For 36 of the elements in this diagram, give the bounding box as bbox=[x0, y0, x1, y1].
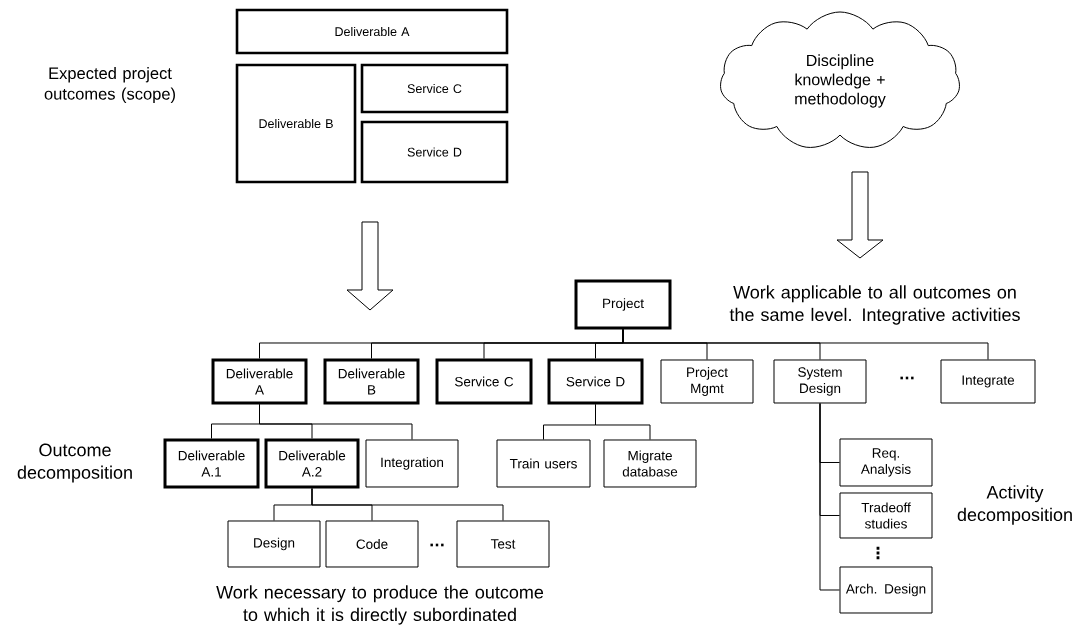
wbs-box: Project Mgmt bbox=[660, 359, 754, 404]
ellipsis: ... bbox=[430, 543, 444, 547]
wbs-box: Integration bbox=[365, 439, 459, 488]
wbs-box: Code bbox=[325, 520, 419, 568]
scope-box: Service C bbox=[360, 63, 509, 114]
wbs-box: Service D bbox=[547, 358, 644, 405]
caption-text: Work applicable to all outcomes on the same level. Integrative activities bbox=[729, 285, 1020, 325]
wbs-box: Req. Analysis bbox=[839, 438, 933, 487]
scope-box: Deliverable B bbox=[235, 63, 357, 184]
scope-box: Deliverable A bbox=[235, 8, 509, 55]
caption-text: Expected project outcomes (scope) bbox=[44, 67, 175, 103]
scope-box: Service D bbox=[360, 120, 509, 184]
wbs-box: Tradeoff studies bbox=[839, 492, 933, 539]
connector-line bbox=[259, 404, 413, 440]
caption-text: Activity decomposition bbox=[957, 485, 1072, 525]
ellipsis: ... bbox=[900, 376, 914, 380]
wbs-box: Deliverable B bbox=[323, 358, 420, 405]
wbs-box: Train users bbox=[496, 439, 591, 488]
wbs-box: Project bbox=[574, 279, 672, 330]
wbs-box: Deliverable A bbox=[211, 358, 308, 405]
connector-line bbox=[311, 488, 504, 521]
wbs-box: Integrate bbox=[940, 359, 1036, 404]
connector-line bbox=[595, 404, 651, 440]
wbs-box: Deliverable A.1 bbox=[163, 438, 260, 489]
ellipsis: ⋮ bbox=[876, 546, 880, 560]
connector-line bbox=[819, 403, 840, 591]
wbs-box: Service C bbox=[435, 358, 533, 405]
caption-text: Work necessary to produce the outcome to which it is directly subordinated bbox=[216, 585, 544, 625]
wbs-box: Deliverable A.2 bbox=[264, 438, 360, 489]
wbs-box: Migrate database bbox=[603, 439, 697, 488]
caption-text: Outcome decomposition bbox=[17, 443, 132, 483]
wbs-box: Test bbox=[456, 520, 550, 568]
wbs-box: Arch. Design bbox=[839, 566, 933, 614]
wbs-box: System Design bbox=[773, 359, 867, 404]
connector-line bbox=[622, 329, 989, 360]
wbs-box: Design bbox=[227, 520, 321, 568]
